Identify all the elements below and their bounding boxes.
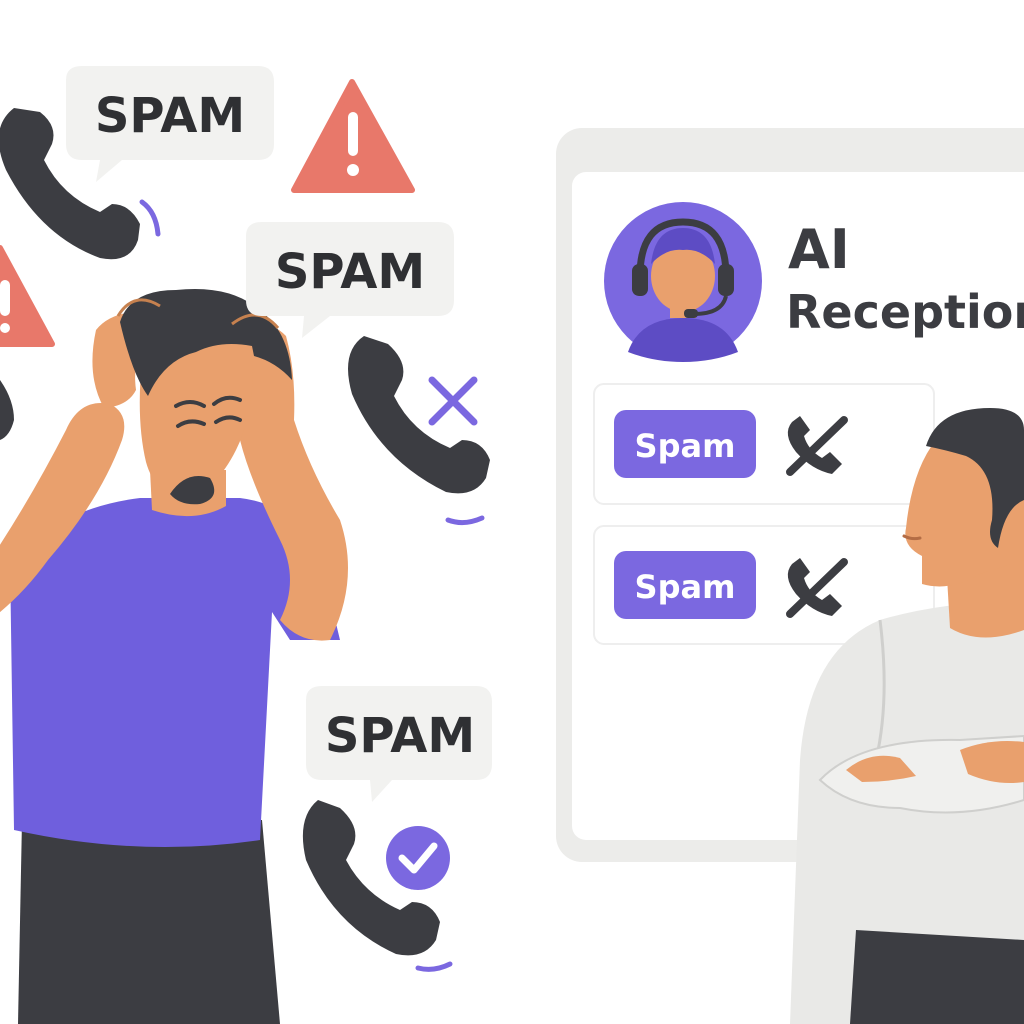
spam-badge-label: Spam (635, 568, 736, 606)
agent-avatar (604, 202, 762, 362)
phone-blocked-icon (786, 416, 848, 476)
panel-title-reception: Reception (786, 285, 1024, 339)
panel-title-ai: AI (788, 218, 850, 281)
calm-man (790, 408, 1024, 1024)
spam-badge (614, 551, 756, 619)
spam-bubble: SPAM (66, 66, 274, 182)
spam-bubble-label: SPAM (95, 88, 245, 144)
phone-blocked-icon (786, 558, 848, 618)
phone-accepted-icon (302, 800, 453, 972)
spam-bubble-label: SPAM (275, 244, 425, 300)
warning-icon (291, 79, 415, 193)
call-row-1: Spam (593, 383, 935, 505)
spam-bubble-label: SPAM (325, 708, 475, 764)
spam-bubble: SPAM (306, 686, 492, 802)
spam-badge (614, 410, 756, 478)
call-row-2: Spam (593, 525, 935, 645)
warning-icon (0, 245, 55, 347)
phone-declined-icon (348, 336, 490, 526)
spam-badge-label: Spam (635, 427, 736, 465)
spam-bubble: SPAM (246, 222, 454, 338)
phone-icon (0, 380, 14, 440)
phone-icon (0, 108, 161, 260)
stressed-man (0, 288, 348, 1024)
